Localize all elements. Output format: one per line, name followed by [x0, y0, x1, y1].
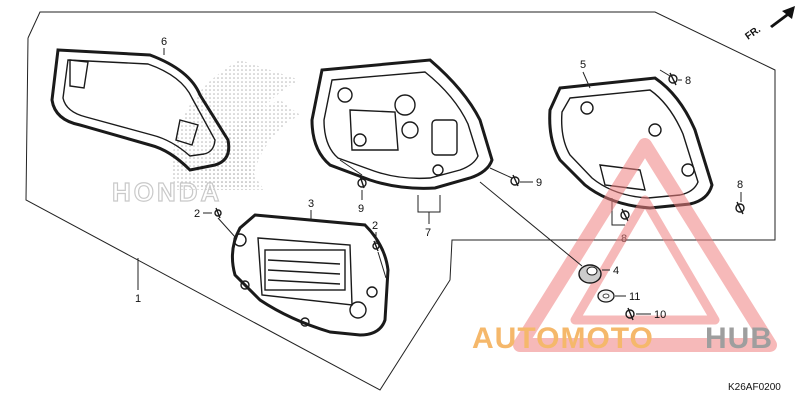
- triangle-watermark: [513, 138, 777, 352]
- assembly-outline: [25, 11, 776, 391]
- washer-part-11: [597, 289, 615, 303]
- honda-watermark-text: HONDA: [112, 177, 222, 207]
- callout-1: 1: [135, 293, 141, 305]
- callout-9a: 9: [358, 203, 364, 215]
- screw-8-top: [668, 72, 678, 86]
- meter-unit-part-3: [230, 213, 390, 337]
- callout-2a: 2: [194, 208, 200, 220]
- leader-2b-lower: [377, 251, 387, 279]
- screw-8-right: [735, 201, 745, 215]
- rear-cover-part-5: [548, 76, 714, 210]
- callout-7: 7: [425, 227, 431, 239]
- callout-11: 11: [629, 291, 640, 303]
- honda-wing-watermark: [172, 60, 300, 190]
- screw-8-bottom: [620, 208, 630, 222]
- callout-9b: 9: [536, 177, 542, 189]
- grommet-part-4: [578, 264, 602, 284]
- screw-2-left: [214, 207, 222, 219]
- screw-9-left: [357, 175, 367, 189]
- leader-9a: [339, 159, 363, 176]
- callout-3: 3: [308, 198, 314, 210]
- callout-4: 4: [613, 265, 619, 277]
- leader-4-guide: [479, 181, 583, 267]
- callout-8a: 8: [685, 75, 691, 87]
- meter-case-part-7: [310, 58, 494, 190]
- screw-2-right: [372, 240, 380, 252]
- front-direction-arrow: FR.: [743, 6, 795, 42]
- leader-9b: [489, 167, 513, 179]
- callout-10: 10: [654, 309, 666, 321]
- leader-2a: [217, 217, 237, 239]
- diagram-code: K26AF0200: [728, 382, 781, 393]
- callout-8b: 8: [737, 179, 743, 191]
- brand-watermark-gray: HUB: [705, 322, 773, 355]
- callout-5: 5: [580, 59, 586, 71]
- callout-6: 6: [161, 36, 167, 48]
- leader-7-bracket: [417, 195, 441, 213]
- leader-5: [582, 71, 591, 89]
- brand-watermark-orange: AUTOMOTO: [472, 322, 654, 355]
- callout-2b: 2: [372, 220, 378, 232]
- meter-cover-part-6: [50, 48, 231, 172]
- screw-9-right: [510, 174, 520, 187]
- leader-8a: [659, 69, 671, 77]
- front-direction-label: FR.: [743, 24, 763, 42]
- screw-part-10: [625, 307, 635, 321]
